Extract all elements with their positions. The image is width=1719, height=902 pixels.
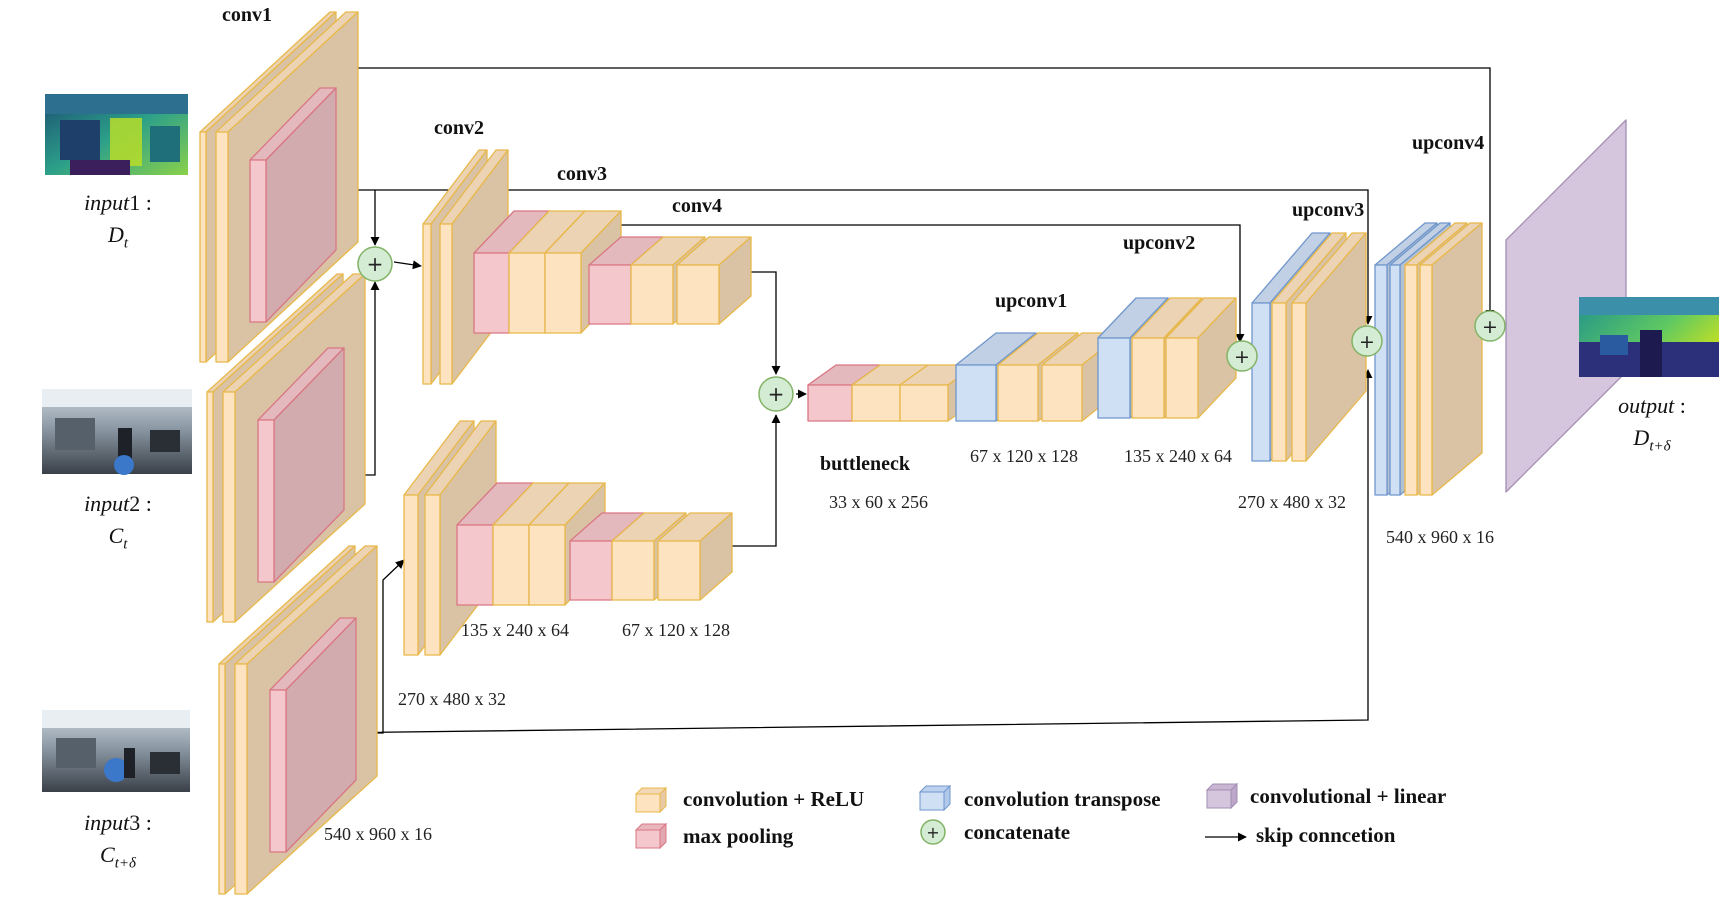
svg-text:+: + xyxy=(768,382,785,406)
dim-540-left: 540 x 960 x 16 xyxy=(324,824,432,844)
legend-conv-relu-swatch xyxy=(634,786,668,814)
output-label: output : Dt+δ xyxy=(1592,390,1712,462)
conv3-label: conv3 xyxy=(557,163,607,185)
skip-connection-conv1 xyxy=(312,67,1495,319)
legend-transpose-label: convolution transpose xyxy=(964,787,1161,811)
conv4-block-b xyxy=(676,236,752,325)
svg-text:+: + xyxy=(926,823,939,842)
input2-pool xyxy=(257,347,345,583)
dim-270-right: 270 x 480 x 32 xyxy=(1238,492,1346,512)
input3-subscript: t+δ xyxy=(114,855,136,872)
input2-index: 2 xyxy=(129,491,141,516)
output-name: output xyxy=(1618,393,1675,418)
input1-subscript: t xyxy=(123,235,129,252)
skip-connection-conv3 xyxy=(555,224,1245,343)
bottleneck-label: buttleneck xyxy=(820,453,910,475)
plus-circle-icon: + xyxy=(1226,340,1258,372)
svg-text:+: + xyxy=(1359,331,1375,353)
upconv4-slab-b xyxy=(1419,222,1483,496)
legend-skip-label: skip conncetion xyxy=(1256,823,1396,847)
plus-circle-icon: + xyxy=(357,246,393,282)
legend-max-pool-label: max pooling xyxy=(683,824,794,848)
upconv3-label: upconv3 xyxy=(1292,199,1365,221)
input2-name: input xyxy=(84,491,130,516)
conv1-label: conv1 xyxy=(222,4,272,26)
layer-blocks xyxy=(199,11,1627,895)
dim-67-left: 67 x 120 x 128 xyxy=(622,620,730,640)
dim-bottleneck: 33 x 60 x 256 xyxy=(829,492,928,512)
upconv4-label: upconv4 xyxy=(1412,132,1485,154)
upconv3-slab-b xyxy=(1291,232,1367,462)
input2-label: input2 : Ct xyxy=(58,488,178,560)
input3-name: input xyxy=(84,810,130,835)
input3-label: input3 : Ct+δ xyxy=(58,807,178,879)
svg-text:+: + xyxy=(1482,316,1498,338)
input2-color-image xyxy=(42,389,192,475)
dim-67-right: 67 x 120 x 128 xyxy=(970,446,1078,466)
plus-circle-icon: + xyxy=(1474,310,1506,342)
upconv2-label: upconv2 xyxy=(1123,232,1196,254)
input1-depth-image xyxy=(45,94,188,175)
output-symbol: D xyxy=(1633,425,1650,450)
link-concat1-conv2 xyxy=(393,260,422,270)
conv4-label: conv4 xyxy=(672,195,722,217)
input2-colon: : xyxy=(145,491,152,516)
input1-colon: : xyxy=(145,190,152,215)
input1-name: input xyxy=(84,190,130,215)
conv1-pool xyxy=(249,87,337,323)
plus-circle-icon: + xyxy=(758,376,794,412)
legend-transpose-swatch xyxy=(918,784,952,812)
skip-connection-conv2 xyxy=(300,189,1373,325)
legend-conv-relu-label: convolution + ReLU xyxy=(683,787,865,811)
legend-max-pool-swatch xyxy=(634,822,668,850)
input1-index: 1 xyxy=(129,190,141,215)
output-depth-image xyxy=(1579,297,1719,377)
upconv2-block-b xyxy=(1165,297,1237,419)
legend-linear-swatch xyxy=(1205,782,1239,810)
upconv1-label: upconv1 xyxy=(995,290,1068,312)
concat-ops: + + + + + xyxy=(357,246,1506,412)
legend-concat-label: concatenate xyxy=(964,820,1071,844)
input3-colon: : xyxy=(145,810,152,835)
svg-text:+: + xyxy=(1234,346,1250,368)
input3-pool xyxy=(269,617,357,853)
legend-linear-label: convolutional + linear xyxy=(1250,784,1447,808)
input3-symbol: C xyxy=(100,842,115,867)
conv2-label: conv2 xyxy=(434,117,484,139)
input2-subscript: t xyxy=(123,536,128,553)
bottom-conv-block-d xyxy=(657,512,733,601)
input1-label: input1 : Dt xyxy=(58,187,178,259)
input1-symbol: D xyxy=(107,222,124,247)
svg-text:+: + xyxy=(367,252,384,276)
dim-540-right: 540 x 960 x 16 xyxy=(1386,527,1494,547)
input3-index: 3 xyxy=(129,810,141,835)
link-top-branch-concat2 xyxy=(742,271,781,375)
link-bottom-branch-concat2 xyxy=(730,414,781,547)
dim-135-left: 135 x 240 x 64 xyxy=(461,620,569,640)
dim-270-left: 270 x 480 x 32 xyxy=(398,689,506,709)
input2-symbol: C xyxy=(108,523,124,548)
legend-swatches: + xyxy=(634,782,1247,850)
skip-connection-input3 xyxy=(321,369,1373,734)
output-subscript: t+δ xyxy=(1649,438,1671,455)
plus-circle-icon: + xyxy=(920,819,946,845)
dim-135-right: 135 x 240 x 64 xyxy=(1124,446,1232,466)
output-colon: : xyxy=(1679,393,1686,418)
input3-color-image xyxy=(42,710,190,792)
plus-circle-icon: + xyxy=(1351,325,1383,357)
